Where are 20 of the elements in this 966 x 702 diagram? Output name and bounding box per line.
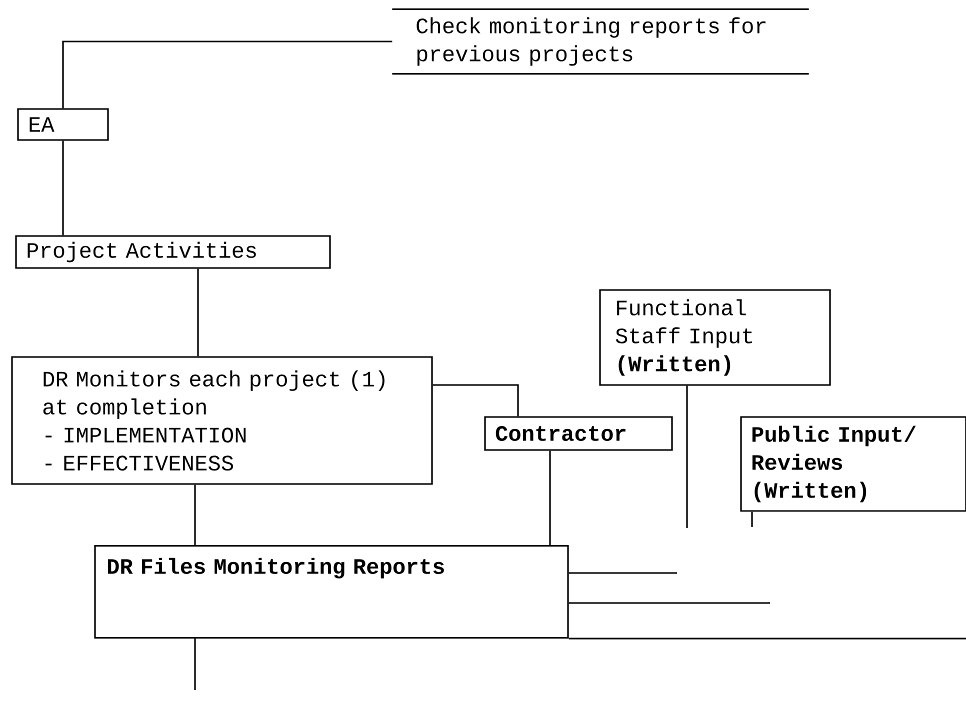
- connector-line: [549, 450, 551, 545]
- connector-line: [751, 512, 753, 527]
- process-box: Project Activities: [15, 235, 331, 269]
- process-box: Functional Staff Input (Written): [599, 289, 831, 386]
- process-box: EA: [17, 108, 109, 141]
- process-box: Contractor: [484, 416, 673, 451]
- connector-line: [568, 572, 677, 574]
- connector-line: [62, 40, 392, 108]
- process-box: DR Monitors each project (1) at completion - IMPLEMENTATION - EFFECTIVENESS: [11, 356, 433, 485]
- connector-line: [568, 638, 966, 640]
- connector-line: [62, 140, 64, 236]
- connector-line: [686, 386, 688, 528]
- connector-line: [432, 384, 519, 416]
- connector-line: [197, 268, 199, 356]
- process-box: DR Files Monitoring Reports: [94, 545, 569, 639]
- process-box: Public Input/ Reviews (Written): [740, 416, 966, 512]
- connector-line: [194, 638, 196, 690]
- connector-line: [568, 602, 770, 604]
- text-box: Check monitoring reports for previous projects: [392, 8, 809, 75]
- connector-line: [194, 484, 196, 545]
